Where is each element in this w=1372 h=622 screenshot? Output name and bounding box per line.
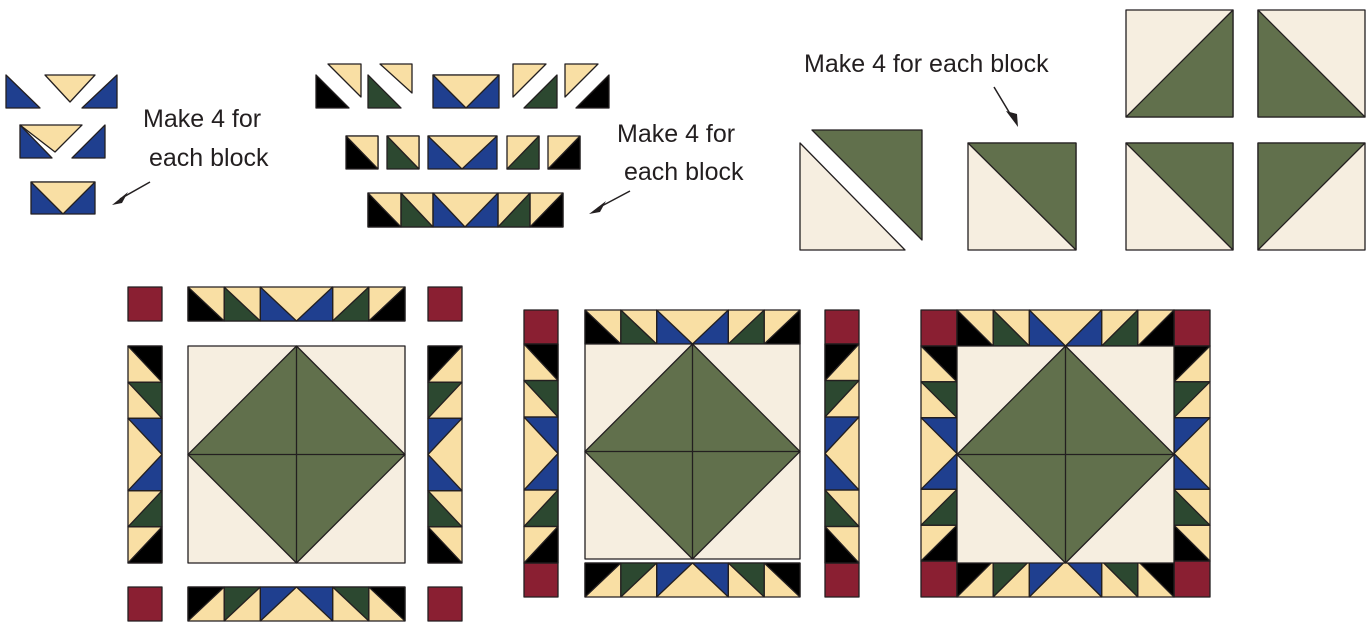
strip-background [1174, 346, 1210, 561]
red-corner-square [428, 287, 462, 321]
red-corner-square [825, 563, 859, 597]
strip-background [128, 346, 162, 563]
red-corner-square [128, 587, 162, 621]
red-corner-square [524, 310, 558, 344]
tan-triangle [380, 64, 412, 93]
border-strip-step: Make 4 for each block [316, 64, 744, 227]
annotation-text: Make 4 for [143, 105, 261, 133]
annotation-text: Make 4 for [617, 120, 735, 148]
arrow-head [589, 201, 606, 214]
red-corner-square [1174, 310, 1210, 346]
arrow-head [1006, 111, 1018, 127]
block-assembly-row [128, 287, 1210, 621]
finished-flying-goose [31, 182, 95, 214]
tan-triangle [45, 75, 95, 102]
red-corner-square [825, 310, 859, 344]
strip-background [188, 587, 405, 621]
finished-block [921, 310, 1210, 597]
dark-green-triangle [368, 75, 401, 108]
red-corner-square [921, 310, 957, 346]
exploded-block [128, 287, 462, 621]
partial-goose-row [20, 125, 105, 158]
strip-background [957, 561, 1174, 597]
strip-background [585, 563, 800, 597]
red-corner-square [524, 563, 558, 597]
blue-flying-geese-step: Make 4 for each block [6, 75, 269, 214]
strip-background [957, 310, 1174, 346]
red-corner-square [1174, 561, 1210, 597]
red-corner-square [428, 587, 462, 621]
large-hst-step: Make 4 for each block [800, 10, 1365, 250]
arrow-head [112, 192, 128, 205]
loose-triangles-row [316, 64, 609, 108]
strip-background [368, 193, 563, 227]
strip-background [524, 344, 558, 563]
strip-background [585, 310, 800, 344]
red-corner-square [921, 561, 957, 597]
annotation-text: Make 4 for each block [804, 50, 1049, 78]
blue-triangle [6, 75, 40, 108]
finished-border-strip [368, 193, 563, 227]
annotation-text: each block [149, 144, 269, 172]
red-corner-square [128, 287, 162, 321]
partially-joined-block [524, 310, 859, 597]
strip-background [921, 346, 957, 561]
loose-triangles-row [6, 75, 117, 108]
annotation-text: each block [624, 158, 744, 186]
strip-background [825, 344, 859, 563]
strip-background [428, 346, 462, 563]
strip-background [188, 287, 405, 321]
square-units-row [346, 136, 580, 169]
